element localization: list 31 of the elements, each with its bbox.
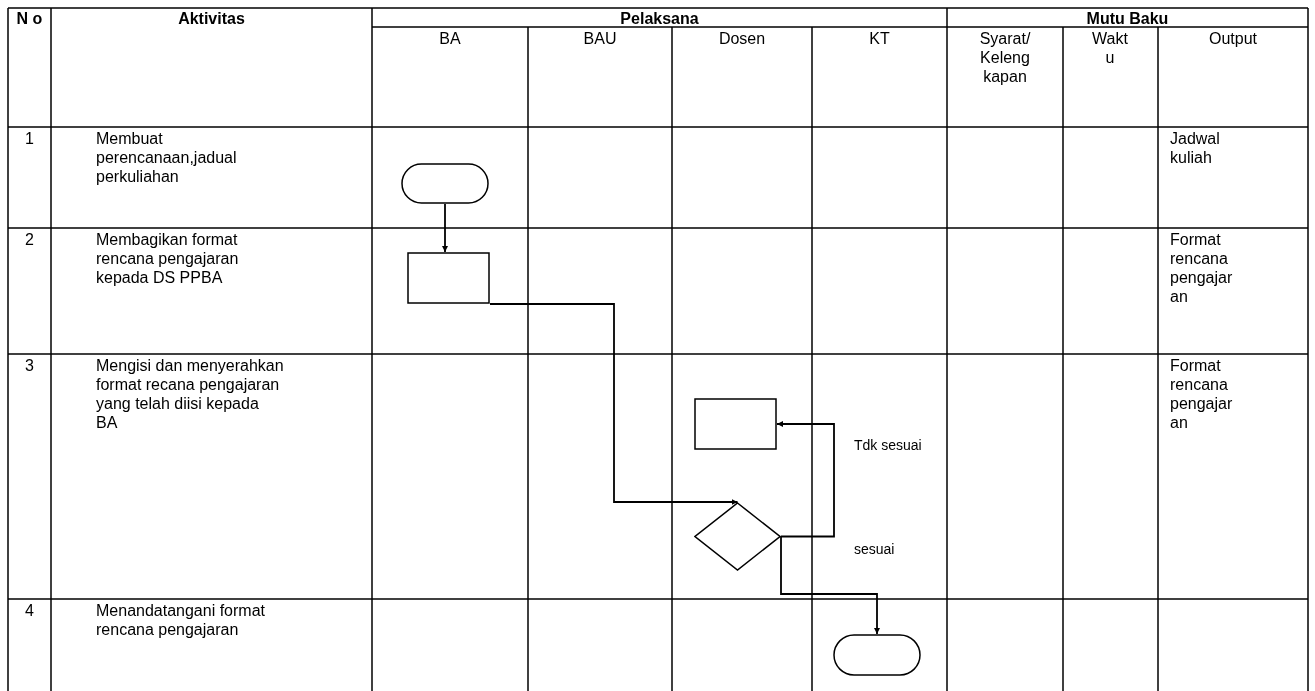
table-text: 2 xyxy=(24,230,35,249)
process-box xyxy=(694,398,777,450)
table-text: Membagikan format rencana pengajaran kepada DS PPBA xyxy=(96,230,240,287)
column-heading: N o xyxy=(15,9,44,28)
connector-arrow xyxy=(489,303,739,505)
table-text: Output xyxy=(1208,29,1258,48)
table-text: Format rencana pengajar an xyxy=(1170,356,1234,432)
table-text: Format rencana pengajar an xyxy=(1170,230,1234,306)
table-text: Syarat/ Keleng kapan xyxy=(978,29,1032,86)
process-box xyxy=(407,252,490,304)
table-text: BA xyxy=(438,29,462,48)
table-text: Jadwal kuliah xyxy=(1170,129,1221,167)
column-heading: Pelaksana xyxy=(619,9,700,28)
terminator-shape xyxy=(833,634,921,676)
table-text: 4 xyxy=(24,601,35,620)
connector-arrow xyxy=(780,535,880,635)
table-text: KT xyxy=(868,29,891,48)
terminator-shape xyxy=(401,163,489,204)
decision-diamond xyxy=(694,502,781,571)
table-text: Mengisi dan menyerahkan format recana pengajaran yang telah diisi kepada BA xyxy=(96,356,284,432)
table-text: Wakt u xyxy=(1091,29,1129,67)
table-text: Dosen xyxy=(717,29,767,48)
column-heading: Aktivitas xyxy=(177,9,246,28)
column-heading: Mutu Baku xyxy=(1085,9,1170,28)
table-text: 1 xyxy=(24,129,35,148)
table-text: Membuat perencanaan,jadual perkuliahan xyxy=(96,129,238,186)
connector-arrow xyxy=(776,421,835,538)
table-text: 3 xyxy=(24,356,35,375)
connector-arrow xyxy=(442,203,448,253)
table-text: Menandatangani format rencana pengajaran xyxy=(96,601,266,639)
table-text: BAU xyxy=(582,29,618,48)
